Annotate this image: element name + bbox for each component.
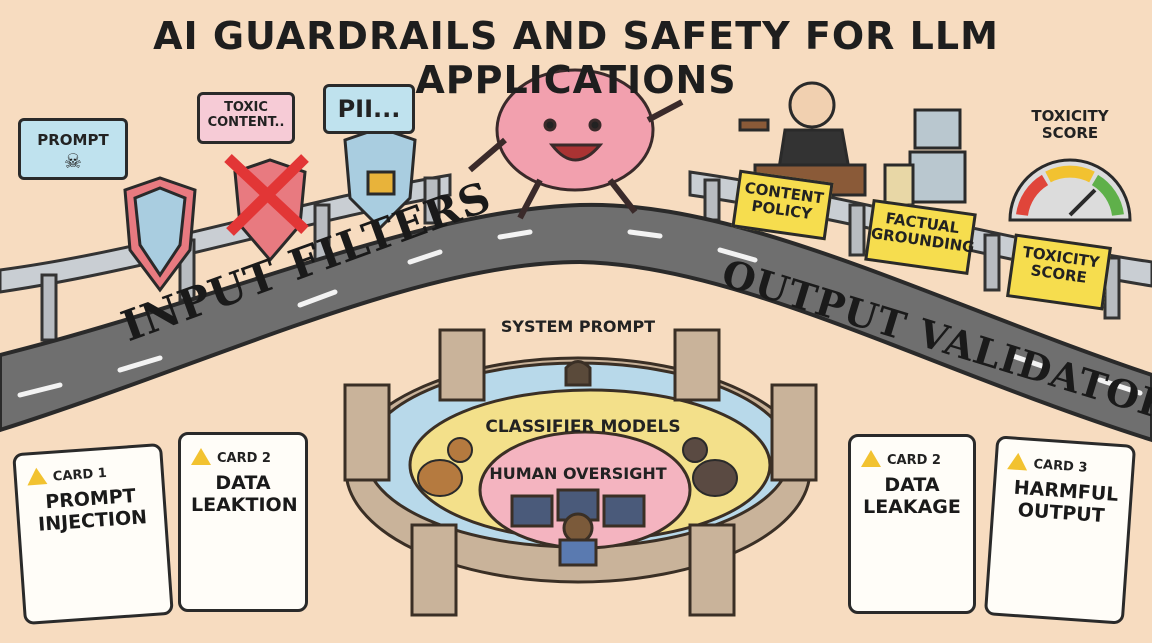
toxicity-score-sign-label: TOXICITY SCORE <box>1021 242 1101 288</box>
toxic-content-bubble: TOXIC CONTENT.. <box>197 92 295 144</box>
warning-icon <box>191 448 211 465</box>
warning-icon <box>861 450 881 467</box>
prompt-bubble-label: PROMPT <box>37 131 109 149</box>
risk-card-prompt-injection: CARD 1 PROMPT INJECTION <box>12 442 174 626</box>
factual-grounding-label: FACTUAL GROUNDING <box>869 209 976 257</box>
card-tag: CARD 3 <box>1032 457 1088 476</box>
card-tag: CARD 2 <box>217 451 271 466</box>
card-title: PROMPT INJECTION <box>37 484 148 536</box>
card-title: DATA LEAKAGE <box>863 474 961 518</box>
pii-label: PII... <box>337 95 401 123</box>
road <box>0 202 1152 443</box>
toxicity-score-sign: TOXICITY SCORE <box>1006 233 1112 311</box>
classifier-models-label: CLASSIFIER MODELS <box>485 417 681 437</box>
guard-dog-right <box>682 437 738 497</box>
castle <box>343 328 818 617</box>
system-prompt-label: SYSTEM PROMPT <box>500 317 656 336</box>
risk-card-data-leakage: CARD 2 DATA LEAKAGE <box>848 434 976 614</box>
prompt-bubble: PROMPT ☠ <box>18 118 128 180</box>
toxicity-gauge-title: TOXICITY SCORE <box>1031 107 1109 142</box>
card-tag: CARD 1 <box>52 465 108 485</box>
card-tag: CARD 2 <box>887 453 941 468</box>
brain-mascot <box>468 68 684 220</box>
toxicity-gauge <box>1008 158 1132 222</box>
pii-bubble: PII... <box>323 84 415 134</box>
risk-card-data-leaktion: CARD 2 DATA LEAKTION <box>178 432 308 612</box>
skull-icon: ☠ <box>64 149 82 173</box>
warning-icon <box>26 467 48 486</box>
guard-dog-left <box>417 437 473 497</box>
page-title: AI GUARDRAILS AND SAFETY FOR LLM APPLICA… <box>153 14 999 102</box>
human-oversight-label: HUMAN OVERSIGHT <box>489 464 667 483</box>
shield-check <box>123 176 197 293</box>
content-policy-label: CONTENT POLICY <box>743 178 825 224</box>
risk-card-harmful-output: CARD 3 HARMFUL OUTPUT <box>983 435 1137 625</box>
warning-icon <box>1007 452 1029 471</box>
card-title: HARMFUL OUTPUT <box>1013 476 1120 527</box>
toxic-content-label: TOXIC CONTENT.. <box>207 100 285 130</box>
card-title: DATA LEAKTION <box>191 472 298 516</box>
robot-figure <box>883 108 967 207</box>
shield-blocked <box>224 153 309 263</box>
